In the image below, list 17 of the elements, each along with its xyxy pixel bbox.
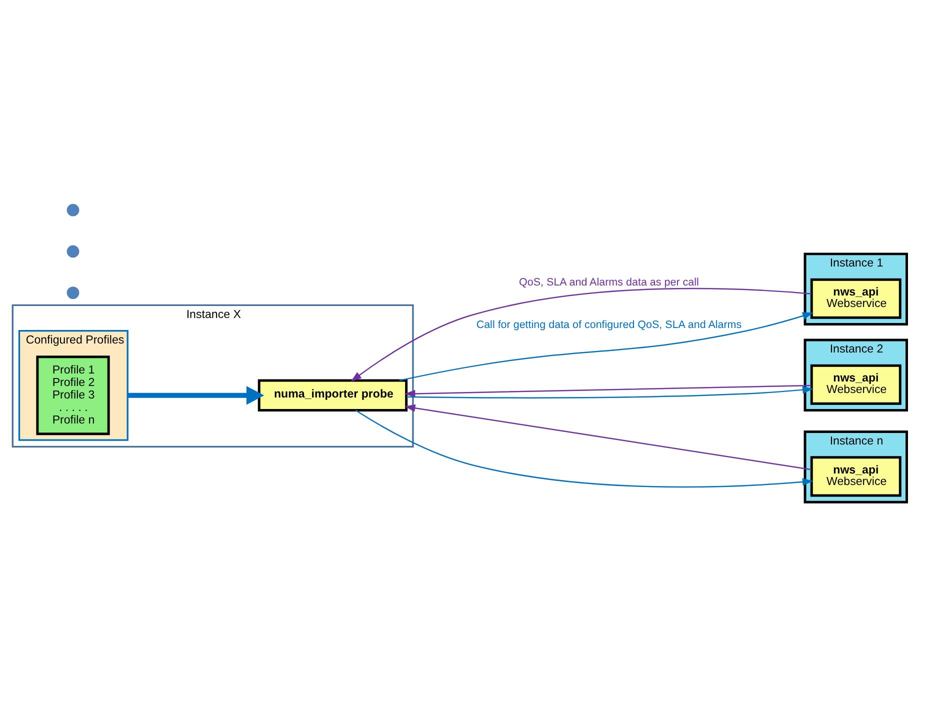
node-circle <box>66 286 80 299</box>
node-box: numa_importer probe <box>258 378 408 411</box>
arrow <box>399 312 814 381</box>
edge-label: Call for getting data of configured QoS, SLA and Alarms <box>476 318 742 330</box>
node-box: nws_api Webservice <box>810 364 902 404</box>
node-box: nws_api Webservice <box>810 456 902 496</box>
arrow <box>355 409 814 488</box>
arrow <box>404 384 812 397</box>
edge-label: QoS, SLA and Alarms data as per call <box>519 276 699 288</box>
node-circle <box>66 203 80 216</box>
node-box: Profile 1 Profile 2 Profile 3 . . . . . Profile n <box>36 355 110 435</box>
arrow <box>128 386 264 404</box>
arrow <box>350 287 812 382</box>
arrow <box>404 404 812 470</box>
node-box: nws_api Webservice <box>810 278 902 318</box>
arrow <box>406 386 814 398</box>
node-circle <box>66 244 80 258</box>
